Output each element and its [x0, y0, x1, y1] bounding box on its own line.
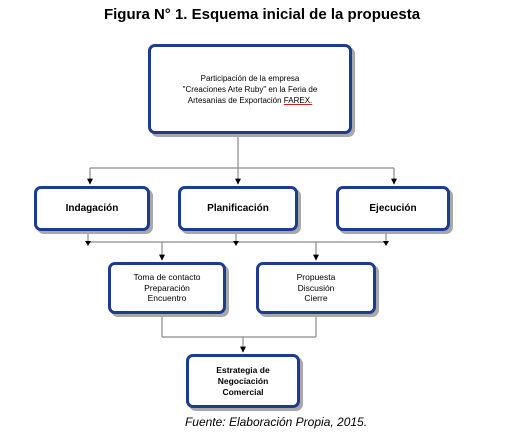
node-planificacion: Planificación: [178, 186, 298, 231]
node-estrategia-label: Estrategia de Negociación Comercial: [216, 364, 270, 397]
node-propuesta: Propuesta Discusión Cierre: [256, 262, 376, 314]
node-indagacion: Indagación: [34, 186, 150, 231]
figure-title: Figura N° 1. Esquema inicial de la propu…: [103, 6, 421, 23]
node-toma-de-contacto-label: Toma de contacto Preparación Encuentro: [133, 272, 201, 304]
node-ejecucion-label: Ejecución: [369, 203, 417, 214]
node-ejecucion: Ejecución: [336, 186, 450, 231]
node-participacion-farex-text: FAREX.: [283, 95, 313, 105]
node-planificacion-label: Planificación: [207, 203, 269, 214]
node-estrategia-negociacion: Estrategia de Negociación Comercial: [186, 354, 300, 408]
node-participacion-text: Participación de la empresa "Creaciones …: [182, 73, 318, 105]
node-indagacion-label: Indagación: [65, 203, 119, 214]
node-propuesta-label: Propuesta Discusión Cierre: [296, 272, 336, 304]
figure-caption: Fuente: Elaboración Propia, 2015.: [184, 415, 368, 429]
node-toma-de-contacto: Toma de contacto Preparación Encuentro: [108, 262, 226, 314]
node-participacion-farex: Participación de la empresa "Creaciones …: [148, 44, 352, 134]
